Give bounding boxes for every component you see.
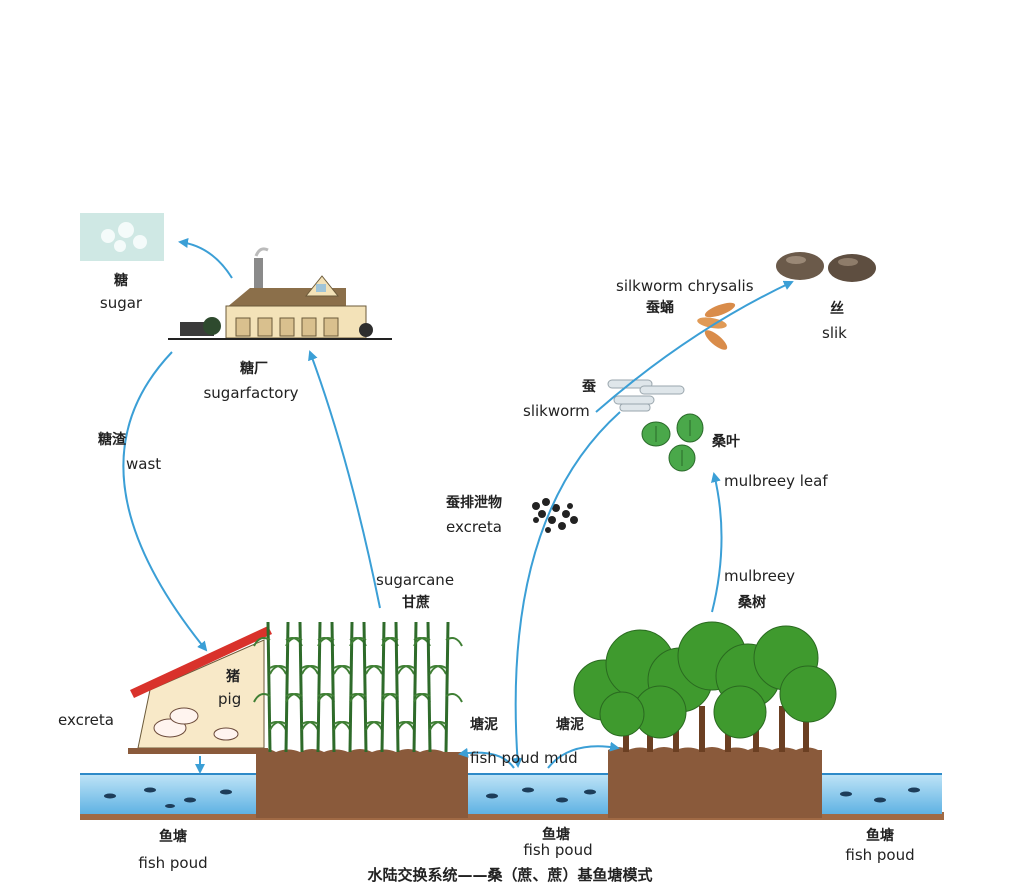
tree-crown bbox=[779, 665, 837, 723]
sugarcane-leaf bbox=[365, 665, 383, 675]
silkworm-image bbox=[607, 379, 685, 412]
sugarcane-leaf bbox=[381, 637, 399, 647]
pond-middle-label-zh: 鱼塘 bbox=[542, 827, 570, 843]
silkworm-excreta-label-zh: 蚕排泄物 bbox=[446, 495, 502, 511]
tree-crown bbox=[713, 685, 767, 739]
arrow-factory-waste-to-pig bbox=[122, 351, 208, 652]
sugar-factory-illustration bbox=[168, 247, 392, 340]
silk-cocoons bbox=[776, 252, 876, 282]
sugar-label: sugar bbox=[99, 294, 143, 312]
sugarcane-label: sugarcane bbox=[376, 571, 455, 589]
pig-label-zh: 猪 bbox=[226, 669, 240, 685]
pig-house bbox=[128, 626, 272, 754]
diagram-caption: 水陆交换系统——桑（蔗、蔗）基鱼塘模式 bbox=[367, 866, 653, 884]
silkworm-label-zh: 蚕 bbox=[582, 379, 596, 395]
excreta-left-label: excreta bbox=[58, 711, 114, 729]
sugarcane-leaf bbox=[445, 637, 463, 647]
sugarcane-leaf bbox=[301, 721, 319, 731]
silk-label: slik bbox=[822, 324, 847, 342]
sugarcane-leaf bbox=[445, 693, 463, 703]
sugarcane-stalk bbox=[444, 621, 450, 753]
arrow-silkworm-to-silk bbox=[595, 280, 794, 413]
pond-middle-label: fish poud bbox=[523, 841, 593, 859]
arrow-factory-to-sugar bbox=[178, 238, 233, 279]
waste-label-zh: 糖渣 bbox=[98, 432, 126, 448]
pond-left-label-zh: 鱼塘 bbox=[159, 829, 187, 845]
sugar-label-zh: 糖 bbox=[114, 273, 128, 289]
sugarcane-leaf bbox=[269, 721, 287, 731]
waste-label: wast bbox=[126, 455, 162, 473]
fish-pond-left bbox=[80, 773, 256, 814]
sugarcane-leaf bbox=[349, 637, 367, 647]
pond-right-label-zh: 鱼塘 bbox=[866, 828, 894, 844]
sugarcane-leaf bbox=[333, 721, 351, 731]
sugarcane-leaf bbox=[429, 721, 447, 731]
mulberry-leaf-label-zh: 桑叶 bbox=[712, 434, 740, 450]
sugarcane-stalk bbox=[394, 621, 400, 753]
sugarcane-leaf bbox=[381, 693, 399, 703]
pond-mud-label: fish poud mud bbox=[470, 749, 578, 767]
sugarcane-leaf bbox=[253, 637, 271, 647]
sugarcane-leaf bbox=[285, 693, 303, 703]
tree-trunk bbox=[699, 706, 705, 752]
arrow-silkworm-excreta-to-pond bbox=[512, 411, 621, 768]
silkworm-label: slikworm bbox=[523, 402, 590, 420]
sugarcane-leaf bbox=[429, 665, 447, 675]
tree-trunk bbox=[779, 706, 785, 752]
sugarcane-leaf bbox=[301, 665, 319, 675]
sugarcane-leaf bbox=[317, 637, 335, 647]
pond-left-label: fish poud bbox=[138, 854, 208, 872]
arrow-mud-left bbox=[458, 747, 515, 769]
dike-right bbox=[608, 747, 822, 818]
sugarcane-leaf bbox=[413, 637, 431, 647]
sugarcane-stalk bbox=[266, 621, 272, 753]
sugarcane-stalk bbox=[426, 621, 432, 753]
tree-trunk bbox=[803, 706, 809, 752]
chrysalis-label-zh: 蚕蛹 bbox=[646, 300, 674, 316]
sugarcane-leaf bbox=[365, 721, 383, 731]
chrysalis-image bbox=[697, 302, 736, 350]
sugar-image bbox=[80, 213, 164, 261]
arrow-mulberry-to-leaf bbox=[711, 472, 723, 613]
pond-mud-right-label-zh: 塘泥 bbox=[556, 717, 584, 733]
sugarcane-stalk bbox=[298, 621, 304, 753]
fish-pond-right bbox=[822, 773, 942, 814]
sugarcane-leaf bbox=[333, 665, 351, 675]
sugarcane-leaf bbox=[397, 665, 415, 675]
pig-label: pig bbox=[218, 690, 242, 708]
arrow-cane-to-factory bbox=[308, 350, 381, 609]
silkworm-excreta-image bbox=[532, 498, 578, 533]
sugarcane-leaf bbox=[413, 693, 431, 703]
sugarfactory-label-zh: 糖厂 bbox=[240, 361, 268, 377]
pond-right-label: fish poud bbox=[845, 846, 915, 864]
chrysalis-label: silkworm chrysalis bbox=[616, 277, 754, 295]
silkworm-excreta-label: excreta bbox=[446, 518, 502, 536]
sugarcane-stalk bbox=[362, 621, 368, 753]
sugarcane-leaf bbox=[285, 637, 303, 647]
mulberry-trees bbox=[573, 621, 837, 752]
mulberry-tree-label: mulbreey bbox=[724, 567, 795, 585]
ground-strip bbox=[80, 812, 944, 820]
sugarcane-label-zh: 甘蔗 bbox=[402, 595, 430, 611]
sugarfactory-label: sugarfactory bbox=[203, 384, 299, 402]
sugarcane-stalk bbox=[330, 621, 336, 753]
arrow-mud-right bbox=[547, 741, 620, 769]
sugarcane-leaf bbox=[317, 693, 335, 703]
silk-label-zh: 丝 bbox=[830, 301, 844, 317]
pond-mud-left-label-zh: 塘泥 bbox=[470, 717, 498, 733]
fish-pond-middle bbox=[468, 773, 608, 814]
sugarcane-leaf bbox=[397, 721, 415, 731]
dike-left bbox=[256, 749, 468, 818]
mulberry-leaf-image bbox=[641, 413, 704, 472]
tree-crown bbox=[599, 691, 645, 737]
sugarcane-leaf bbox=[349, 693, 367, 703]
sugarcane-field bbox=[253, 621, 463, 753]
mulberry-leaf-label: mulbreey leaf bbox=[724, 472, 828, 490]
sugarcane-leaf bbox=[253, 693, 271, 703]
sugarcane-leaf bbox=[269, 665, 287, 675]
mulberry-tree-label-zh: 桑树 bbox=[738, 595, 766, 611]
